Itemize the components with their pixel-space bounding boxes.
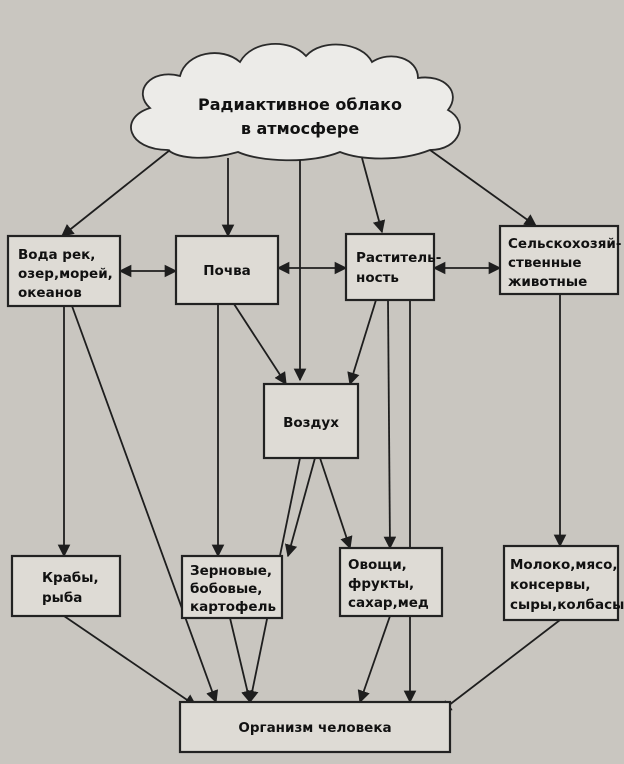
edge-soil-air <box>233 303 287 386</box>
box-veg-line-3: сахар,мед <box>348 595 429 611</box>
edge-air-grain <box>284 457 316 558</box>
box-human: Организм человека <box>178 700 452 754</box>
box-crabs-line-1: Крабы, <box>42 570 99 586</box>
cloud-label-line-2: в атмосфере <box>241 119 360 138</box>
box-animals-line-2: ственные <box>508 255 582 271</box>
radioactive-cloud: Радиактивное облако в атмосфере <box>130 43 461 162</box>
edge-veg-human <box>357 615 391 704</box>
box-dairy: Молоко,мясо, консервы, сыры,колбасы <box>502 544 624 622</box>
box-veg-line-2: фрукты, <box>348 576 414 592</box>
box-dairy-line-1: Молоко,мясо, <box>510 557 618 573</box>
edge-cloud-animals <box>429 149 538 227</box>
box-water-line-2: озер,морей, <box>18 266 113 282</box>
box-plants-line-1: Раститель- <box>356 250 441 266</box>
box-veg-line-1: Овощи, <box>348 557 407 573</box>
cloud-shape <box>130 43 461 162</box>
cloud-label-line-1: Радиактивное облако <box>198 95 402 114</box>
box-soil: Почва <box>174 234 280 306</box>
edge-cloud-water <box>61 149 171 237</box>
box-veg: Овощи, фрукты, сахар,мед <box>338 546 444 618</box>
box-water-line-3: океанов <box>18 285 82 301</box>
box-water-line-1: Вода рек, <box>18 247 95 263</box>
edge-plants-veg <box>383 299 397 550</box>
edge-dairy-human <box>439 619 561 713</box>
box-crabs: Крабы, рыба <box>10 554 122 618</box>
box-grain: Зерновые, бобовые, картофель <box>180 554 284 620</box>
box-crabs-line-2: рыба <box>42 590 82 606</box>
box-animals-line-3: животные <box>508 274 587 290</box>
box-dairy-line-2: консервы, <box>510 577 590 593</box>
box-plants: Раститель- ность <box>344 232 441 302</box>
box-soil-label: Почва <box>203 263 251 279</box>
box-air: Воздух <box>262 382 360 460</box>
edge-plants-air <box>347 299 377 386</box>
edge-crabs-human <box>63 615 198 707</box>
box-air-label: Воздух <box>283 415 339 431</box>
box-human-label: Организм человека <box>238 720 391 736</box>
box-grain-line-1: Зерновые, <box>190 563 272 579</box>
edge-air-veg <box>319 457 353 550</box>
box-dairy-line-3: сыры,колбасы <box>510 597 624 613</box>
box-animals-line-1: Сельскохозяй- <box>508 236 621 252</box>
box-grain-line-3: картофель <box>190 599 276 615</box>
edge-water-human <box>71 305 219 704</box>
box-animals: Сельскохозяй- ственные животные <box>498 224 621 296</box>
box-grain-line-2: бобовые, <box>190 581 262 597</box>
edge-grain-human <box>229 617 254 704</box>
edges <box>57 149 567 713</box>
box-water: Вода рек, озер,морей, океанов <box>6 234 122 308</box>
box-plants-line-2: ность <box>356 270 399 286</box>
edge-cloud-plants <box>361 157 386 234</box>
